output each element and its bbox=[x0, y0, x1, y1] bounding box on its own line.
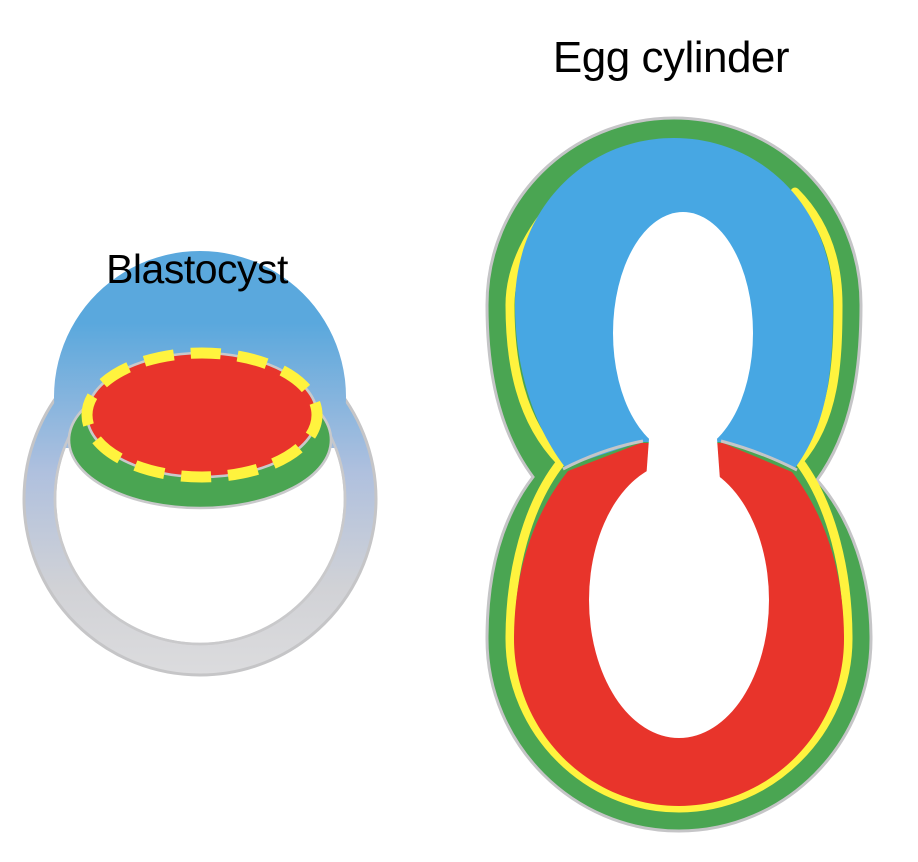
egg-cylinder-cavity-bottom bbox=[589, 462, 769, 738]
blastocyst-yellow-dashed-ring bbox=[81, 347, 323, 483]
blue-red-boundary-line-right bbox=[720, 439, 798, 472]
egg-cylinder-cavity-top bbox=[613, 212, 753, 454]
blue-red-boundary-line-left bbox=[562, 439, 644, 471]
egg-cylinder-cavity bbox=[589, 212, 769, 738]
egg-cylinder-label: Egg cylinder bbox=[552, 33, 790, 82]
egg-cylinder-yellow-lining bbox=[505, 185, 853, 813]
blastocyst-label: Blastocyst bbox=[106, 246, 288, 292]
blastocyst-diagram bbox=[22, 250, 378, 677]
egg-cylinder-diagram bbox=[485, 116, 873, 833]
